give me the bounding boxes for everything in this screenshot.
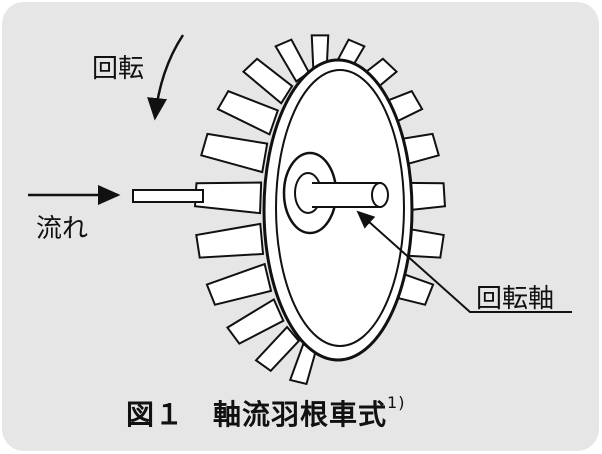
rotation-arrow	[147, 34, 185, 121]
figure-number: 図１	[126, 398, 185, 431]
flow-label: 流れ	[36, 214, 89, 244]
inlet-shaft	[132, 189, 204, 203]
shaft-leader-line	[356, 210, 572, 313]
figure-caption: 図１ 軸流羽根車式1)	[126, 393, 405, 433]
blade	[193, 181, 263, 215]
blade	[200, 132, 269, 174]
impeller-disc-inner-rim	[275, 69, 405, 347]
shaft-end	[371, 182, 389, 208]
reference-mark: 1)	[387, 392, 406, 412]
blade	[216, 89, 280, 136]
impeller-disc	[262, 58, 414, 362]
blade	[225, 297, 285, 345]
figure-title: 軸流羽根車式	[213, 398, 388, 431]
rotation-shaft-label: 回転軸	[476, 284, 555, 314]
blade	[254, 325, 301, 373]
blade	[205, 262, 273, 306]
blade	[241, 57, 294, 105]
rotation-label: 回転	[92, 54, 145, 84]
blade	[195, 222, 265, 259]
